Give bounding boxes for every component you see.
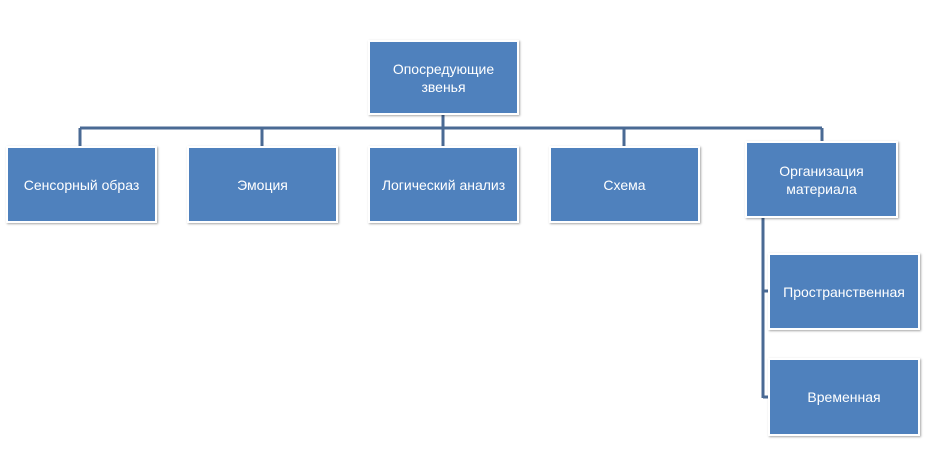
node-scheme: Схема — [549, 146, 700, 223]
node-logical-analysis-label: Логический анализ — [381, 176, 506, 193]
node-root: Опосредующие звенья — [368, 40, 519, 115]
node-emotion: Эмоция — [187, 146, 338, 223]
node-material-organization: Организация материала — [745, 141, 898, 218]
node-material-organization-label: Организация материала — [779, 162, 864, 197]
node-emotion-label: Эмоция — [237, 176, 288, 193]
node-scheme-label: Схема — [603, 176, 646, 193]
node-sensory-image-label: Сенсорный образ — [23, 176, 140, 193]
node-spatial-label: Пространственная — [783, 283, 905, 300]
node-logical-analysis: Логический анализ — [368, 146, 519, 223]
node-temporal-label: Временная — [807, 389, 881, 405]
node-temporal: Временная — [768, 358, 920, 436]
node-spatial: Пространственная — [768, 253, 920, 330]
node-root-label: Опосредующие звенья — [392, 60, 495, 95]
node-sensory-image: Сенсорный образ — [6, 146, 157, 223]
